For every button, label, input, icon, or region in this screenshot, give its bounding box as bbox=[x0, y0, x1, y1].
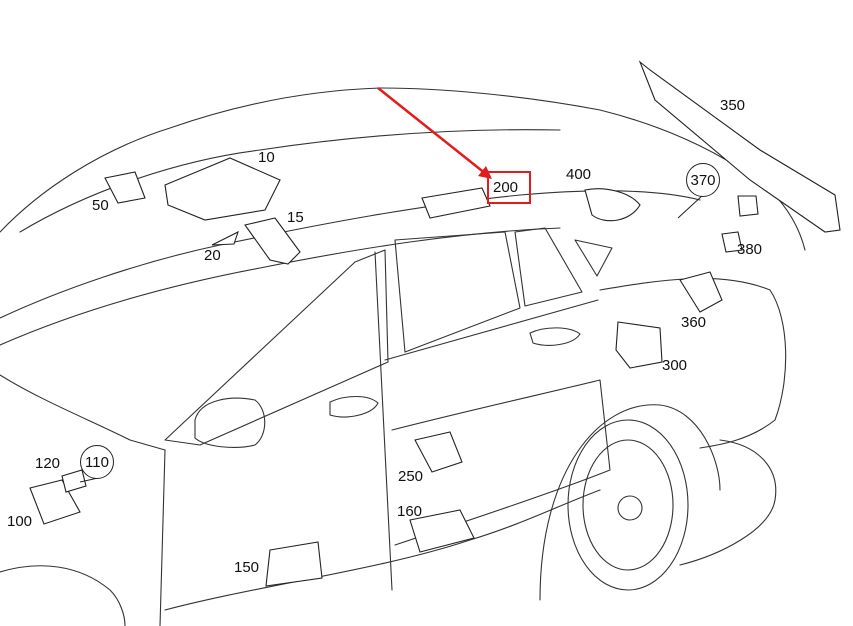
label-20: 20 bbox=[204, 247, 221, 264]
door-shut-line bbox=[384, 299, 599, 361]
front-fender bbox=[0, 565, 126, 626]
rear-side-window bbox=[394, 231, 521, 353]
label-350: 350 bbox=[720, 97, 746, 114]
hood-line bbox=[0, 374, 166, 451]
label-200: 200 bbox=[493, 179, 519, 196]
label-150: 150 bbox=[234, 559, 260, 576]
callout-370: 370 bbox=[686, 163, 720, 197]
wheel-hub bbox=[617, 495, 643, 521]
rear-quarter-glass bbox=[574, 239, 613, 277]
lamp-300 bbox=[615, 321, 663, 369]
rear-bumper bbox=[679, 439, 777, 566]
lamp-200 bbox=[421, 187, 491, 219]
lens-20 bbox=[211, 230, 239, 246]
label-15: 15 bbox=[287, 209, 304, 226]
socket-360 bbox=[679, 271, 723, 313]
side-mirror bbox=[194, 397, 266, 448]
overhead-control-panel-10 bbox=[164, 157, 281, 221]
wheel-arch bbox=[539, 404, 721, 601]
highlight-arrow bbox=[377, 87, 492, 179]
label-120: 120 bbox=[35, 455, 61, 472]
quarter-window bbox=[514, 227, 583, 307]
rear-body-panel bbox=[599, 277, 787, 449]
trim-panel-350 bbox=[638, 60, 841, 233]
roof-inner-line bbox=[19, 129, 561, 233]
callout-110: 110 bbox=[80, 445, 114, 479]
rear-wheel-tire bbox=[567, 419, 689, 591]
label-100: 100 bbox=[7, 513, 33, 530]
sill-line bbox=[164, 489, 601, 611]
label-300: 300 bbox=[662, 357, 688, 374]
bulb-120 bbox=[61, 469, 87, 493]
lamp-250 bbox=[414, 431, 463, 473]
label-10: 10 bbox=[258, 149, 275, 166]
label-160: 160 bbox=[397, 503, 423, 520]
lamp-15 bbox=[244, 217, 301, 265]
label-380: 380 bbox=[737, 241, 763, 258]
rear-door-lower bbox=[391, 379, 611, 546]
front-door-line bbox=[159, 449, 166, 626]
label-50: 50 bbox=[92, 197, 109, 214]
leader-370 bbox=[677, 194, 704, 219]
label-250: 250 bbox=[398, 468, 424, 485]
front-side-window bbox=[164, 249, 389, 446]
label-400: 400 bbox=[566, 166, 592, 183]
lamp-50 bbox=[104, 171, 146, 204]
front-door-handle bbox=[329, 395, 379, 418]
lamp-400 bbox=[584, 188, 641, 222]
rear-door-handle bbox=[529, 327, 581, 346]
lamp-370 bbox=[737, 195, 759, 217]
lamp-150 bbox=[265, 541, 323, 587]
b-pillar bbox=[374, 251, 393, 591]
bulb-380 bbox=[721, 231, 743, 253]
highlight-box-200 bbox=[487, 171, 531, 204]
rear-wheel-rim bbox=[582, 439, 674, 571]
lamp-160 bbox=[409, 509, 475, 553]
label-360: 360 bbox=[681, 314, 707, 331]
